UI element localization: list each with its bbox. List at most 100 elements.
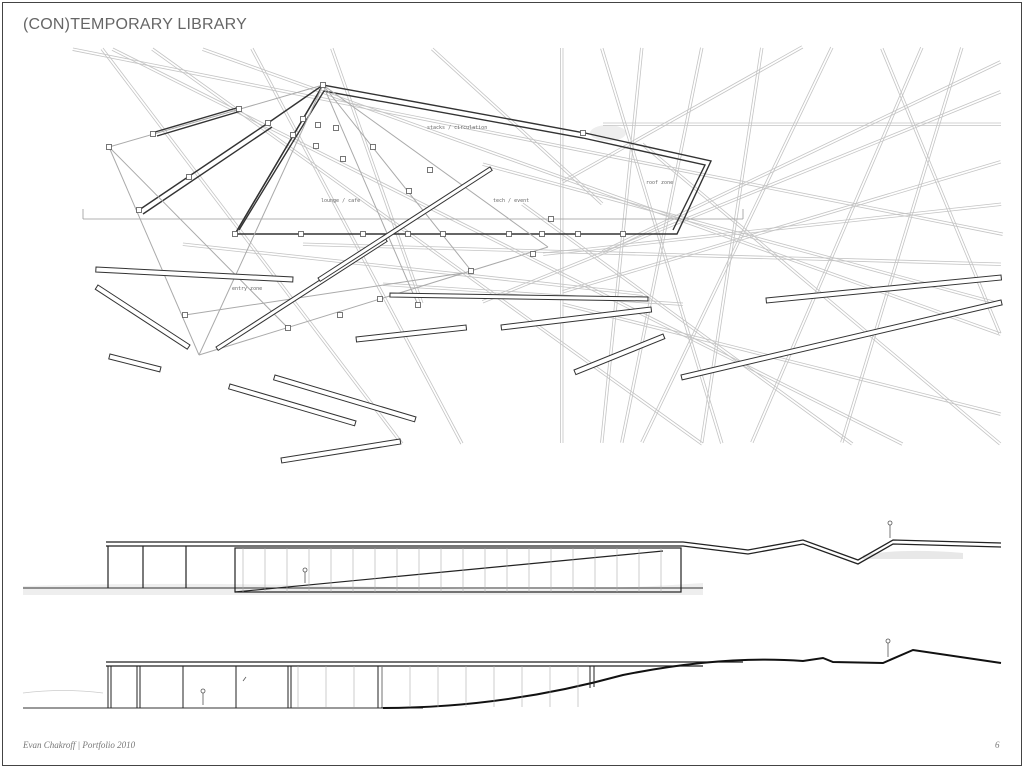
site-line (642, 47, 834, 444)
site-plan: stacks / circulation lounge / cafe tech … (72, 45, 1004, 464)
section2-figures (200, 638, 891, 705)
section1-roof-mound (863, 550, 963, 559)
plan-context-blob (590, 125, 626, 141)
wall-slab (389, 292, 649, 302)
section2-landform (382, 648, 1002, 709)
wall-slab (765, 274, 1003, 304)
page-title: (CON)TEMPORARY LIBRARY (23, 16, 248, 33)
site-line (700, 47, 761, 443)
site-line (252, 47, 464, 444)
structure-node (182, 312, 188, 318)
site-line (482, 165, 1001, 306)
section2-roof (106, 661, 743, 667)
section1-mullions (242, 548, 662, 592)
site-line (481, 90, 1001, 302)
site-line (482, 162, 1002, 304)
zone-label-entry: entry zone (232, 286, 262, 292)
site-line (330, 48, 422, 304)
structure-node (506, 231, 512, 237)
structure-node (285, 325, 291, 331)
structure-node (468, 268, 474, 274)
site-line (640, 46, 832, 443)
site-line (482, 92, 1002, 304)
site-line (562, 47, 804, 184)
structure-lines (108, 84, 549, 356)
structure-node (265, 120, 271, 126)
structure-node (150, 131, 156, 137)
structure-node (539, 231, 545, 237)
section1-roof (106, 539, 1002, 565)
structure-node (340, 156, 346, 162)
site-line (182, 242, 644, 294)
structure-node (580, 130, 586, 136)
structure-node (415, 302, 421, 308)
site-line (562, 302, 1002, 414)
site-line (561, 45, 802, 182)
site-line (152, 47, 704, 444)
site-line (182, 245, 643, 296)
site-line (840, 47, 961, 443)
site-line (620, 47, 701, 443)
site-line (880, 48, 1000, 335)
structure-node (300, 116, 306, 122)
site-line (302, 242, 1002, 264)
zone-label-stacks: stacks / circulation (427, 125, 487, 131)
structure-node (106, 144, 112, 150)
site-line (522, 202, 854, 444)
structure-node (236, 106, 242, 112)
structure-node (315, 122, 321, 128)
site-line (100, 49, 402, 445)
structure-node (360, 231, 366, 237)
section1-ground (23, 583, 703, 595)
structure-node (290, 132, 296, 138)
site-lines (72, 45, 1004, 446)
site-line (600, 47, 641, 443)
wall-slab (680, 299, 1003, 381)
structure-node (427, 167, 433, 173)
structure-node (320, 82, 326, 88)
site-line (622, 47, 704, 444)
site-line (332, 47, 424, 304)
section2-ground-contour (22, 690, 104, 694)
site-line (602, 47, 644, 444)
footer-author: Evan Chakroff | Portfolio 2010 (23, 740, 136, 750)
site-line (562, 305, 1001, 416)
wall-slab (573, 333, 666, 376)
zone-label-rooftop: roof zone (646, 180, 673, 186)
wall-slab (272, 374, 417, 423)
wall-slab (94, 284, 191, 350)
structure-node (370, 144, 376, 150)
site-line (151, 49, 702, 446)
site-line (562, 160, 1001, 291)
site-line (102, 47, 404, 444)
structure-node (232, 231, 238, 237)
structure-node (406, 188, 412, 194)
site-line (602, 62, 1002, 254)
structure-node (575, 231, 581, 237)
structure-node (186, 174, 192, 180)
structure-node (530, 251, 536, 257)
zone-label-tech: tech / event (493, 198, 529, 204)
site-line (250, 48, 462, 445)
structure-node (136, 207, 142, 213)
site-line (431, 49, 602, 206)
structure-node (405, 231, 411, 237)
building-section-lower (22, 638, 1002, 709)
wall-slab (317, 166, 493, 283)
building-section-upper (23, 520, 1002, 595)
structure-node (337, 312, 343, 318)
wall-slab (280, 438, 402, 464)
site-line (302, 245, 1001, 266)
wall-slab (108, 353, 162, 373)
structure-nodes (106, 82, 626, 331)
wall-slab (500, 306, 653, 331)
structure-node (440, 231, 446, 237)
site-line (521, 204, 852, 446)
structure-node (313, 143, 319, 149)
drawing-canvas: stacks / circulation lounge / cafe tech … (22, 45, 1004, 709)
wall-slab (227, 383, 357, 427)
zone-label-lounge: lounge / cafe (321, 198, 360, 204)
site-line (702, 47, 764, 444)
structure-node (548, 216, 554, 222)
